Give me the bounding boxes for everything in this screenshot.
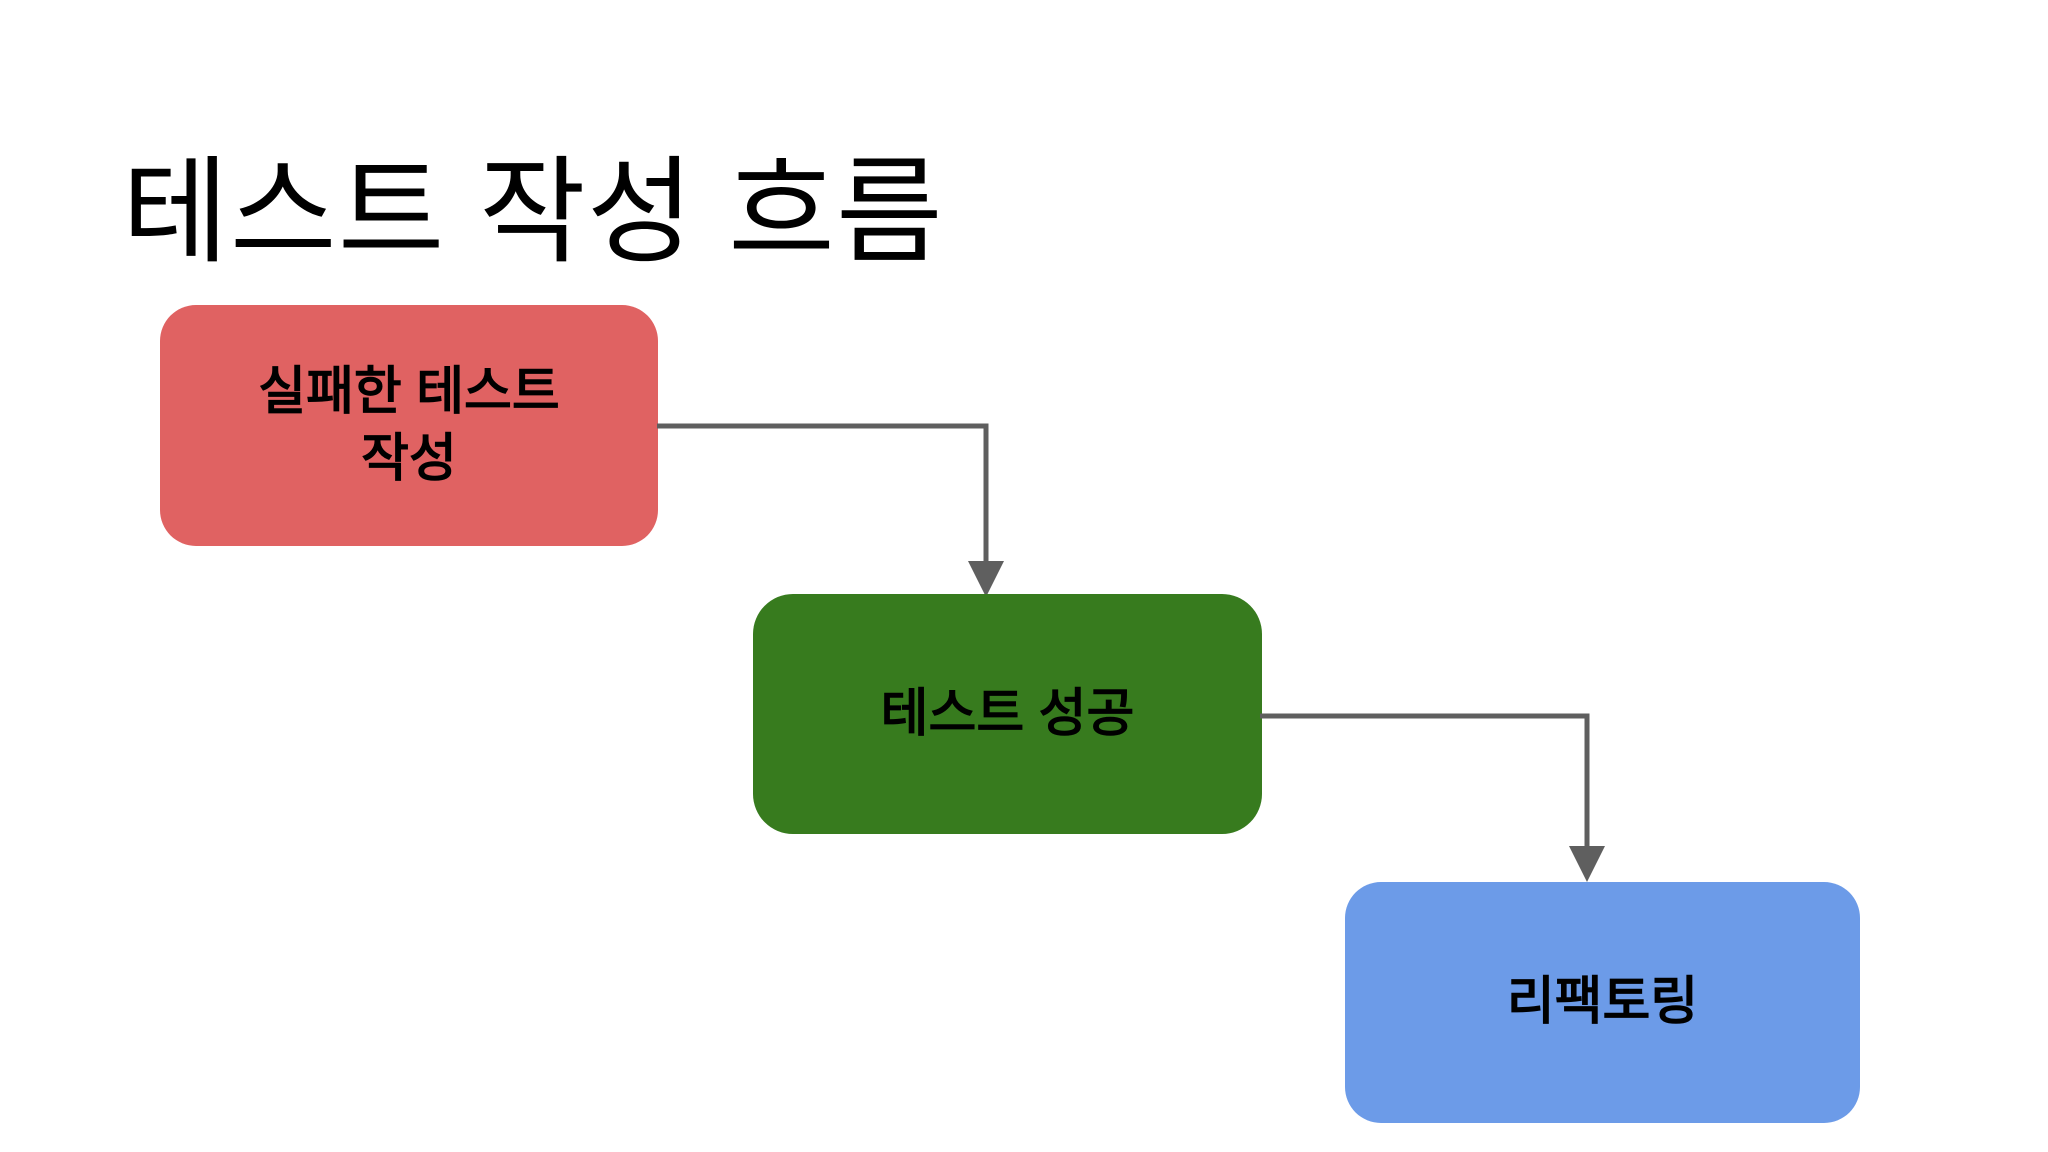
flow-node-refactor[interactable]: 리팩토링 [1345,882,1860,1123]
flow-node-test-pass[interactable]: 테스트 성공 [753,594,1262,834]
flow-node-failing-test[interactable]: 실패한 테스트 작성 [160,305,658,546]
page-title: 테스트 작성 흐름 [122,146,944,277]
flow-node-test-pass-label: 테스트 성공 [880,684,1135,743]
arrowhead-icon [968,561,1004,597]
connector-test-pass-to-refactor [1260,713,1605,882]
flow-node-refactor-label: 리팩토링 [1506,973,1699,1032]
connector-failing-test-to-test-pass [657,423,1004,597]
flow-node-failing-test-label: 실패한 테스트 작성 [258,362,560,488]
arrowhead-icon [1569,846,1605,882]
